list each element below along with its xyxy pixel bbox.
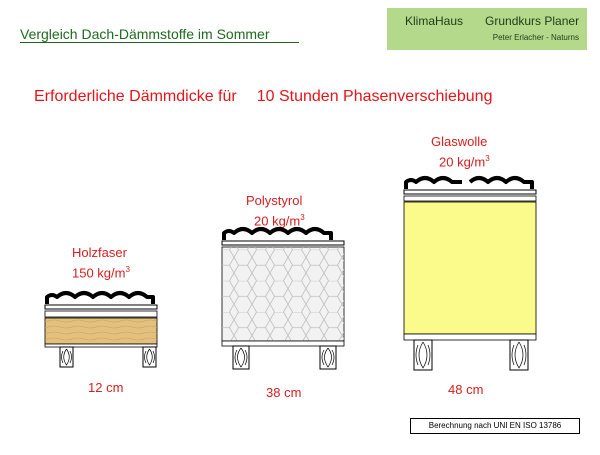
boarding xyxy=(44,343,158,348)
heading-part-1: Erforderliche Dämmdicke für xyxy=(34,88,237,105)
rafter-left xyxy=(232,345,250,370)
insulation-texture xyxy=(45,318,157,344)
thickness-label-glaswolle: 48 cm xyxy=(448,382,484,397)
heading-part-2: 10 Stunden Phasenverschiebung xyxy=(256,88,493,105)
buildup-holzfaser xyxy=(44,291,158,368)
roof-tiles xyxy=(404,176,534,189)
counter-batten xyxy=(44,310,158,318)
insulation-texture xyxy=(222,247,344,341)
brand-name: KlimaHaus xyxy=(405,14,464,28)
thickness-label-holzfaser: 12 cm xyxy=(88,380,124,395)
material-label-polystyrol: Polystyrol 20 kg/m3 xyxy=(246,192,305,229)
material-name: Polystyrol xyxy=(246,193,303,208)
roof-tiles xyxy=(222,227,333,240)
boarding xyxy=(403,333,537,341)
rafter-left xyxy=(59,346,74,368)
brand-box: KlimaHaus Grundkurs Planer Peter Erlacher… xyxy=(387,8,587,50)
material-density: 150 kg/m3 xyxy=(72,265,130,281)
brand-course: Grundkurs Planer xyxy=(485,14,580,28)
insulation-glaswolle xyxy=(403,201,537,335)
brand-author: Peter Erlacher - Naturns xyxy=(492,33,579,42)
material-label-holzfaser: Holzfaser 150 kg/m3 xyxy=(72,244,130,281)
thickness-label-polystyrol: 38 cm xyxy=(266,385,302,400)
material-name: Glaswolle xyxy=(431,134,488,149)
buildup-glaswolle xyxy=(403,176,537,371)
material-density: 20 kg/m3 xyxy=(254,213,305,229)
rafter-right xyxy=(319,345,337,370)
counter-batten xyxy=(403,195,537,202)
material-label-glaswolle: Glaswolle 20 kg/m3 xyxy=(431,133,490,170)
buildup-polystyrol xyxy=(221,227,345,370)
rafter-left xyxy=(413,339,433,371)
brand-line: KlimaHaus Grundkurs Planer xyxy=(405,14,579,28)
batten-layer xyxy=(221,240,345,246)
boarding xyxy=(221,340,345,347)
rafter-right xyxy=(142,346,157,368)
material-name: Holzfaser xyxy=(72,245,127,260)
batten-layer xyxy=(44,304,158,310)
main-heading: Erforderliche Dämmdicke für 10 Stunden Ph… xyxy=(34,88,492,106)
material-density: 20 kg/m3 xyxy=(439,154,490,170)
calculation-footnote: Berechnung nach UNI EN ISO 13786 xyxy=(410,418,580,434)
roof-tiles xyxy=(45,291,155,304)
batten-layer xyxy=(403,189,537,195)
rafter-right xyxy=(509,339,529,371)
page-title: Vergleich Dach-Dämmstoffe im Sommer xyxy=(20,26,300,43)
